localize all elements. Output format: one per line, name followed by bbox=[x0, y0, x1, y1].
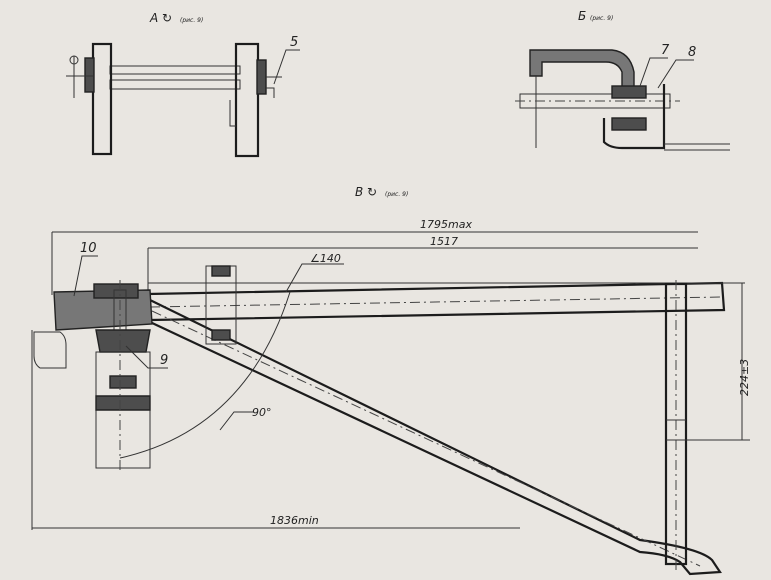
beam-clamp-nut-bottom bbox=[211, 329, 231, 341]
view-v-arrow-icon: ↻ bbox=[367, 185, 377, 199]
view-b-bushing-top bbox=[611, 85, 647, 99]
dim-1517: 1517 bbox=[430, 235, 458, 248]
view-a-letter: А bbox=[149, 11, 158, 25]
view-b-leader-8 bbox=[657, 59, 694, 89]
view-a-left-plate bbox=[91, 42, 113, 156]
view-a-right-nut bbox=[256, 59, 267, 95]
view-a-ref: (рис. 9) bbox=[180, 17, 203, 24]
leader-10 bbox=[73, 255, 98, 297]
dim-1795max: 1795max bbox=[420, 218, 472, 231]
hub-collar bbox=[95, 329, 151, 353]
view-b: 7 8 Б (рис. 9) bbox=[515, 9, 730, 151]
dim-1836min: 1836min bbox=[270, 514, 319, 527]
hub-side-block bbox=[33, 331, 67, 369]
callout-9: 9 bbox=[160, 353, 168, 368]
view-v-ref: (рис. 9) bbox=[385, 191, 408, 198]
callout-5: 5 bbox=[290, 35, 298, 50]
view-b-lower-bracket bbox=[602, 84, 666, 150]
leader-9 bbox=[125, 345, 168, 369]
view-a-right-plate bbox=[234, 42, 260, 158]
callout-7: 7 bbox=[661, 43, 670, 58]
view-b-letter: Б bbox=[578, 9, 586, 23]
diagonal-strut-axis bbox=[151, 310, 701, 567]
dim-224: 224±3 bbox=[738, 359, 751, 396]
hub-column-ring bbox=[95, 395, 151, 411]
view-v: В ↻ (рис. 9) 1795max 1517 224±3 bbox=[31, 185, 751, 576]
view-a-shaft-lower bbox=[109, 79, 241, 90]
view-a: 5 А ↻ (рис. 9) bbox=[66, 11, 300, 158]
view-a-shaft-upper bbox=[109, 65, 241, 75]
hub-cap bbox=[93, 283, 139, 299]
diagonal-strut bbox=[149, 299, 722, 576]
view-b-bushing-bottom bbox=[611, 117, 647, 131]
top-beam bbox=[147, 281, 726, 322]
view-a-arrow-icon: ↻ bbox=[162, 11, 172, 25]
arc-90 bbox=[119, 291, 291, 459]
beam-clamp-nut-top bbox=[211, 265, 231, 277]
leader-angle-90 bbox=[219, 411, 254, 431]
hub-column-nut bbox=[109, 375, 137, 389]
callout-10: 10 bbox=[80, 241, 97, 256]
dim-angle-140: ∠140 bbox=[310, 252, 341, 265]
view-a-leader-5 bbox=[273, 49, 300, 85]
view-a-right-tab bbox=[229, 100, 236, 127]
view-v-letter: В bbox=[355, 185, 363, 199]
top-beam-axis bbox=[149, 296, 723, 308]
view-b-bracket-upper bbox=[529, 49, 635, 89]
view-a-left-nut bbox=[84, 57, 95, 93]
view-b-leader-7 bbox=[639, 57, 668, 87]
leader-angle-140 bbox=[285, 263, 344, 293]
dim-angle-90: 90° bbox=[252, 406, 272, 419]
view-a-right-hook bbox=[266, 87, 275, 98]
callout-8: 8 bbox=[688, 45, 696, 60]
view-b-ref: (рис. 9) bbox=[590, 15, 613, 22]
